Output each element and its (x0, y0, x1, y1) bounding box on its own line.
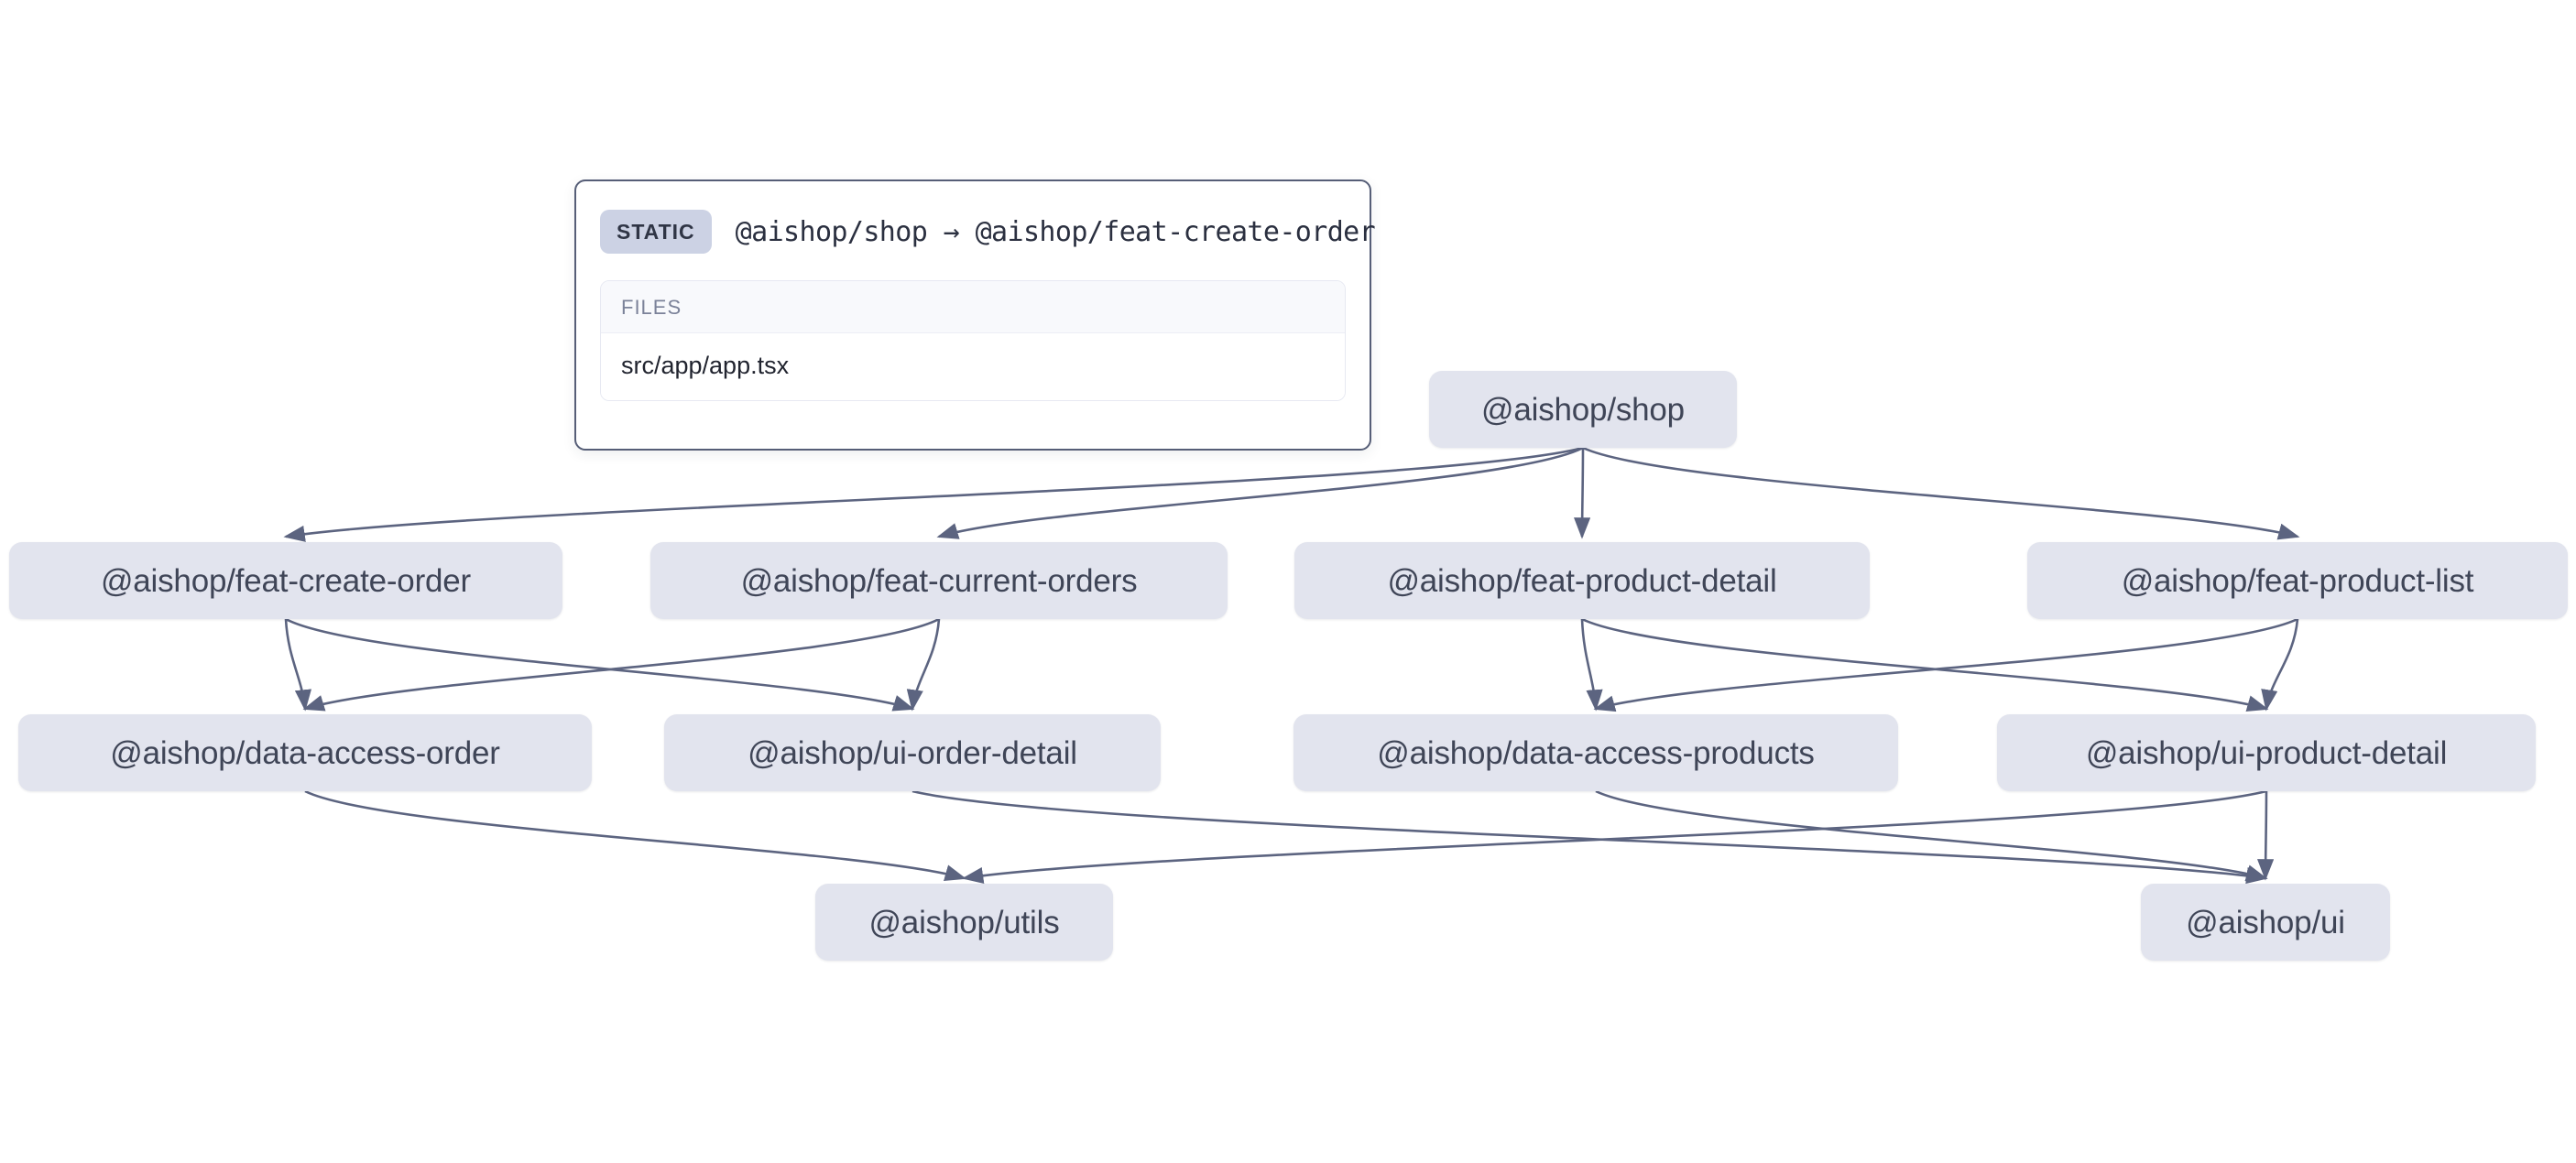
graph-edge-feat-product-detail-to-ui-product-detail[interactable] (1581, 617, 2269, 712)
project-node-label: @aishop/ui (2186, 904, 2345, 940)
graph-edge-feat-create-order-to-ui-order-detail[interactable] (285, 617, 915, 712)
graph-edge-ui-order-detail-to-ui[interactable] (911, 789, 2268, 885)
project-node-label: @aishop/data-access-products (1377, 734, 1815, 771)
graph-edge-feat-product-list-to-data-access-products[interactable] (1593, 617, 2298, 712)
project-node-label: @aishop/feat-product-detail (1387, 562, 1777, 599)
dependency-title: @aishop/shop → @aishop/feat-create-order (735, 215, 1376, 248)
graph-edge-shop-to-feat-create-order[interactable] (283, 446, 1584, 542)
graph-edge-data-access-order-to-utils[interactable] (304, 789, 966, 881)
project-node-ui[interactable]: @aishop/ui (2141, 884, 2390, 961)
graph-edge-ui-product-detail-to-ui[interactable] (2257, 790, 2275, 881)
project-node-label: @aishop/ui-product-detail (2085, 734, 2448, 771)
file-list-item[interactable]: src/app/app.tsx (601, 333, 1345, 400)
files-panel-header: FILES (601, 281, 1345, 333)
static-dependency-badge: STATIC (600, 210, 712, 254)
project-node-feat-product-list[interactable]: @aishop/feat-product-list (2027, 542, 2568, 619)
project-node-data-access-order[interactable]: @aishop/data-access-order (18, 714, 592, 791)
project-node-label: @aishop/feat-create-order (100, 562, 472, 599)
graph-edge-shop-to-feat-product-list[interactable] (1582, 446, 2300, 540)
project-node-label: @aishop/utils (868, 904, 1060, 940)
graph-edge-feat-current-orders-to-data-access-order[interactable] (302, 617, 940, 712)
graph-edge-shop-to-feat-product-detail[interactable] (1573, 447, 1591, 539)
graph-edge-shop-to-feat-current-orders[interactable] (936, 446, 1584, 539)
graph-edge-feat-current-orders-to-ui-order-detail[interactable] (906, 618, 941, 712)
edge-detail-card[interactable]: STATIC @aishop/shop → @aishop/feat-creat… (574, 179, 1376, 451)
graph-edge-feat-product-detail-to-data-access-products[interactable] (1580, 618, 1603, 712)
project-node-data-access-products[interactable]: @aishop/data-access-products (1293, 714, 1898, 791)
graph-edge-data-access-products-to-ui[interactable] (1595, 789, 2268, 882)
graph-edge-ui-product-detail-to-utils[interactable] (961, 789, 2267, 885)
project-node-label: @aishop/data-access-order (110, 734, 500, 771)
project-node-shop[interactable]: @aishop/shop (1429, 371, 1737, 448)
graph-edge-feat-product-list-to-ui-product-detail[interactable] (2261, 618, 2299, 712)
project-node-label: @aishop/feat-product-list (2121, 562, 2474, 599)
project-node-utils[interactable]: @aishop/utils (815, 884, 1113, 961)
project-node-label: @aishop/feat-current-orders (740, 562, 1138, 599)
project-node-label: @aishop/shop (1481, 391, 1685, 428)
project-node-feat-current-orders[interactable]: @aishop/feat-current-orders (650, 542, 1228, 619)
graph-edge-feat-create-order-to-data-access-order[interactable] (284, 618, 312, 712)
project-node-ui-product-detail[interactable]: @aishop/ui-product-detail (1997, 714, 2536, 791)
detail-card-header: STATIC @aishop/shop → @aishop/feat-creat… (600, 203, 1376, 260)
project-node-ui-order-detail[interactable]: @aishop/ui-order-detail (664, 714, 1161, 791)
project-node-feat-product-detail[interactable]: @aishop/feat-product-detail (1294, 542, 1870, 619)
files-panel: FILES src/app/app.tsx (600, 280, 1346, 401)
project-node-feat-create-order[interactable]: @aishop/feat-create-order (9, 542, 562, 619)
project-node-label: @aishop/ui-order-detail (748, 734, 1077, 771)
